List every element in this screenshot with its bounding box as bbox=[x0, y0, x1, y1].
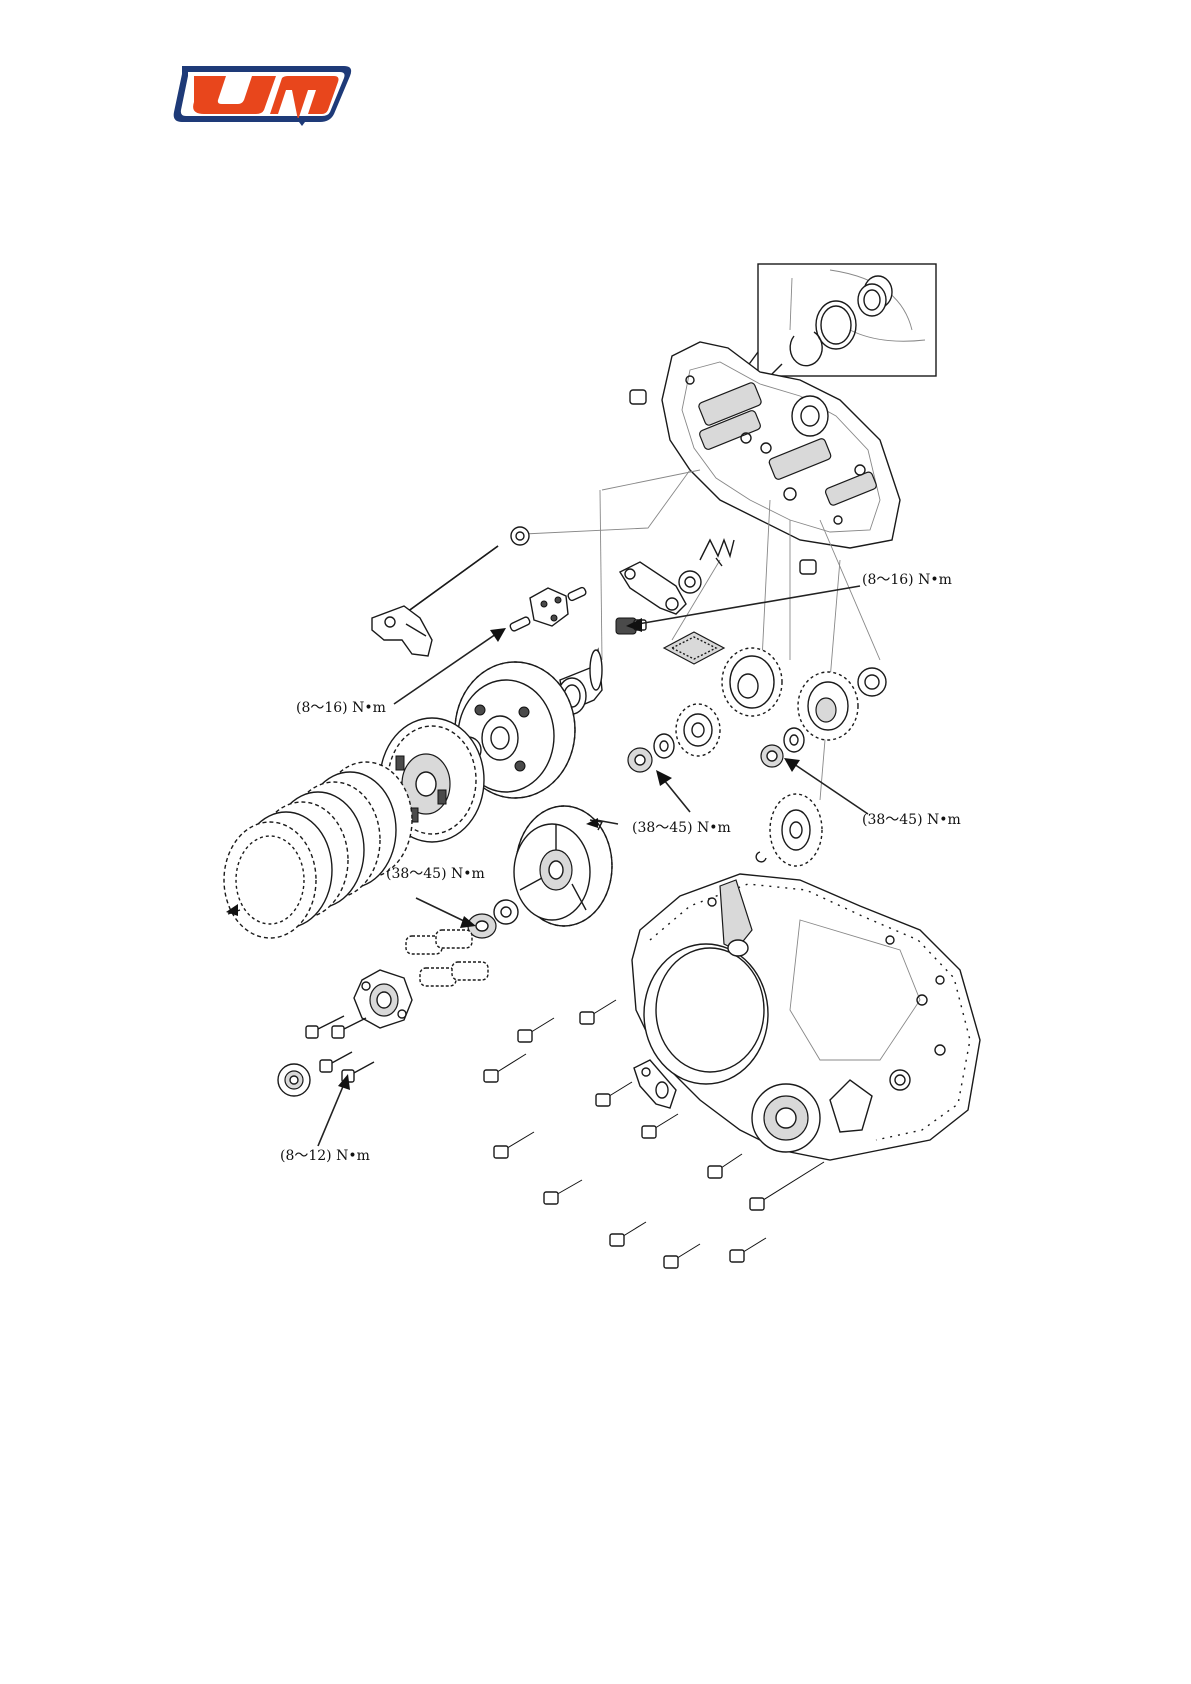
shift-drum-cam bbox=[509, 587, 587, 632]
torque-label-countershaft-gear: (38～45) N•m bbox=[862, 812, 961, 828]
clutch-plates bbox=[224, 762, 412, 938]
crankcase-left bbox=[662, 342, 900, 548]
primary-drive-gear bbox=[628, 648, 782, 772]
torque-label-primary-gear: (38～45) N•m bbox=[632, 820, 731, 836]
clutch-springs bbox=[406, 930, 488, 986]
stopper-arm bbox=[616, 540, 734, 634]
torque-label-lifter-plate: (8～12) N•m bbox=[280, 1148, 370, 1164]
lifter-bolts bbox=[306, 1016, 374, 1082]
lifter-bearing bbox=[278, 1064, 310, 1096]
oil-strainer-screen bbox=[664, 632, 724, 664]
torque-label-clutch-center: (38～45) N•m bbox=[386, 866, 485, 882]
crankcase-right-cover bbox=[632, 874, 980, 1160]
torque-label-shift-drum: (8～16) N•m bbox=[296, 700, 386, 716]
shift-shaft bbox=[372, 527, 529, 656]
torque-label-stopper-arm: (8～16) N•m bbox=[862, 572, 952, 588]
clutch-center-nut bbox=[468, 900, 518, 938]
